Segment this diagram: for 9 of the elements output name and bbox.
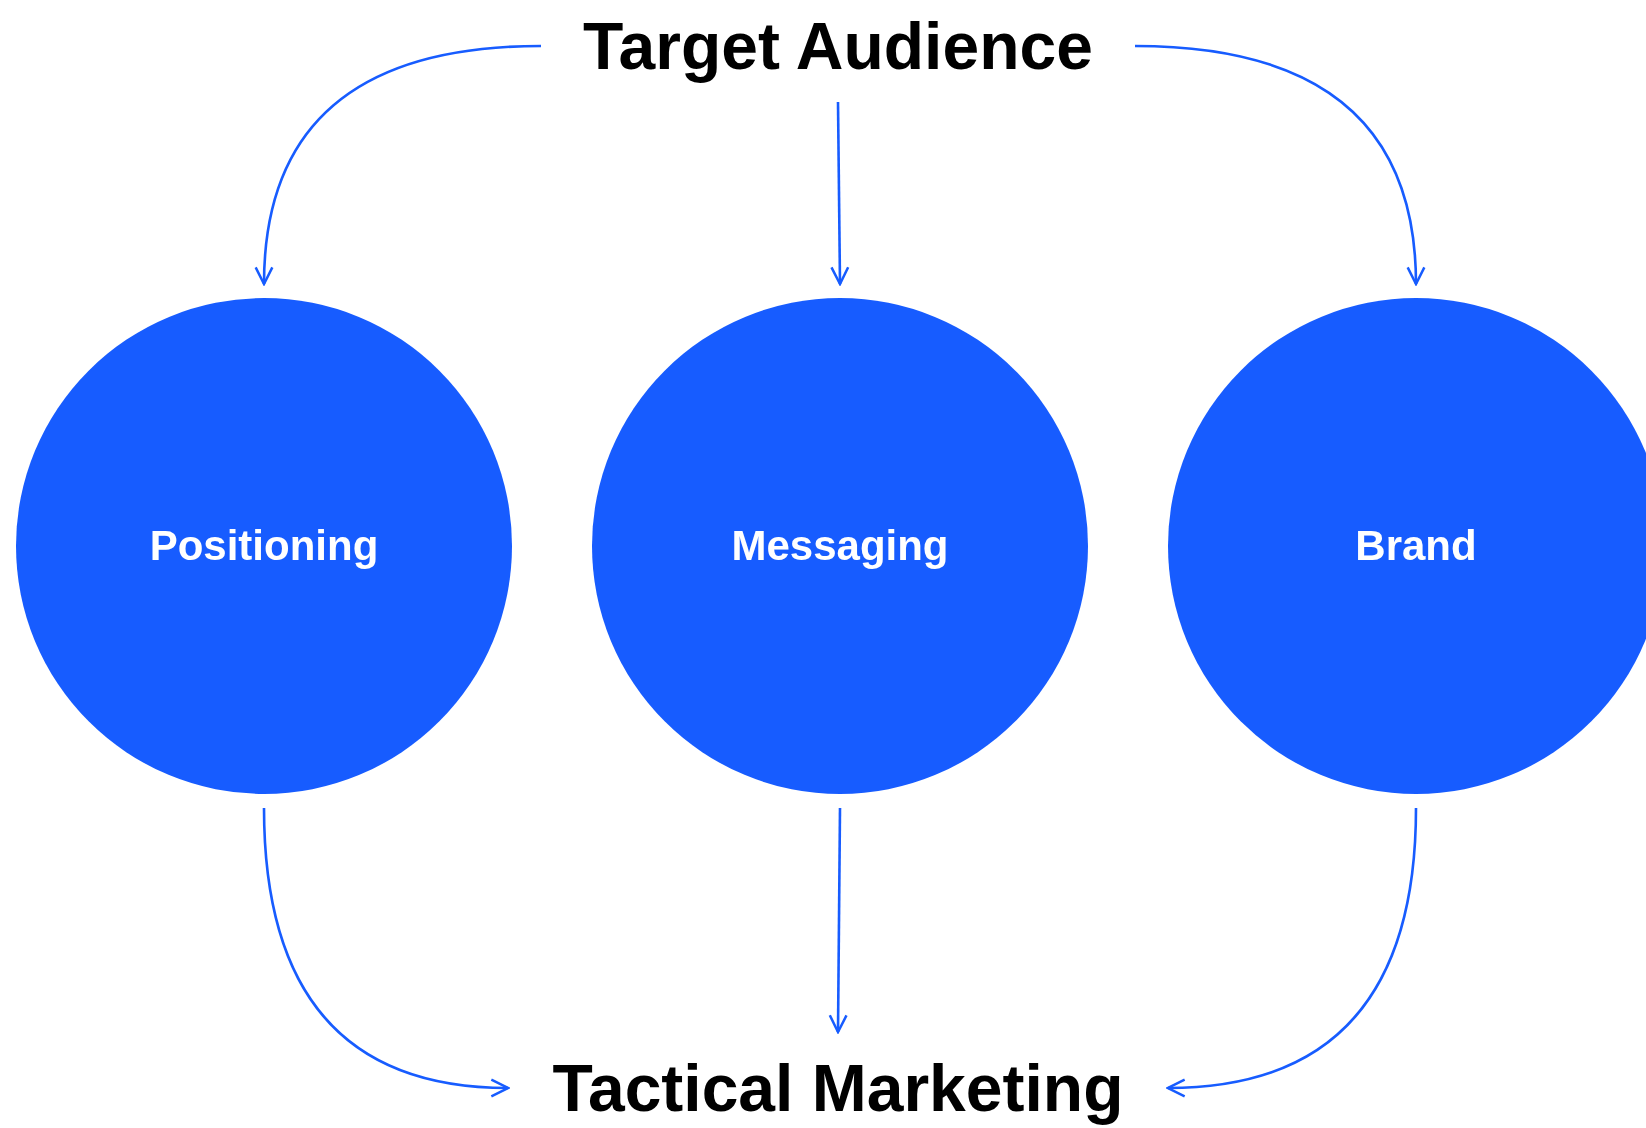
arrow [1166,807,1418,1097]
node-label: Messaging [731,520,949,571]
arrow [1134,44,1425,286]
node-label: Positioning [149,520,379,571]
arrow [255,44,542,286]
arrow [830,102,850,286]
arrow [828,808,848,1034]
node-label: Brand [1355,520,1477,571]
arrow [262,807,510,1097]
